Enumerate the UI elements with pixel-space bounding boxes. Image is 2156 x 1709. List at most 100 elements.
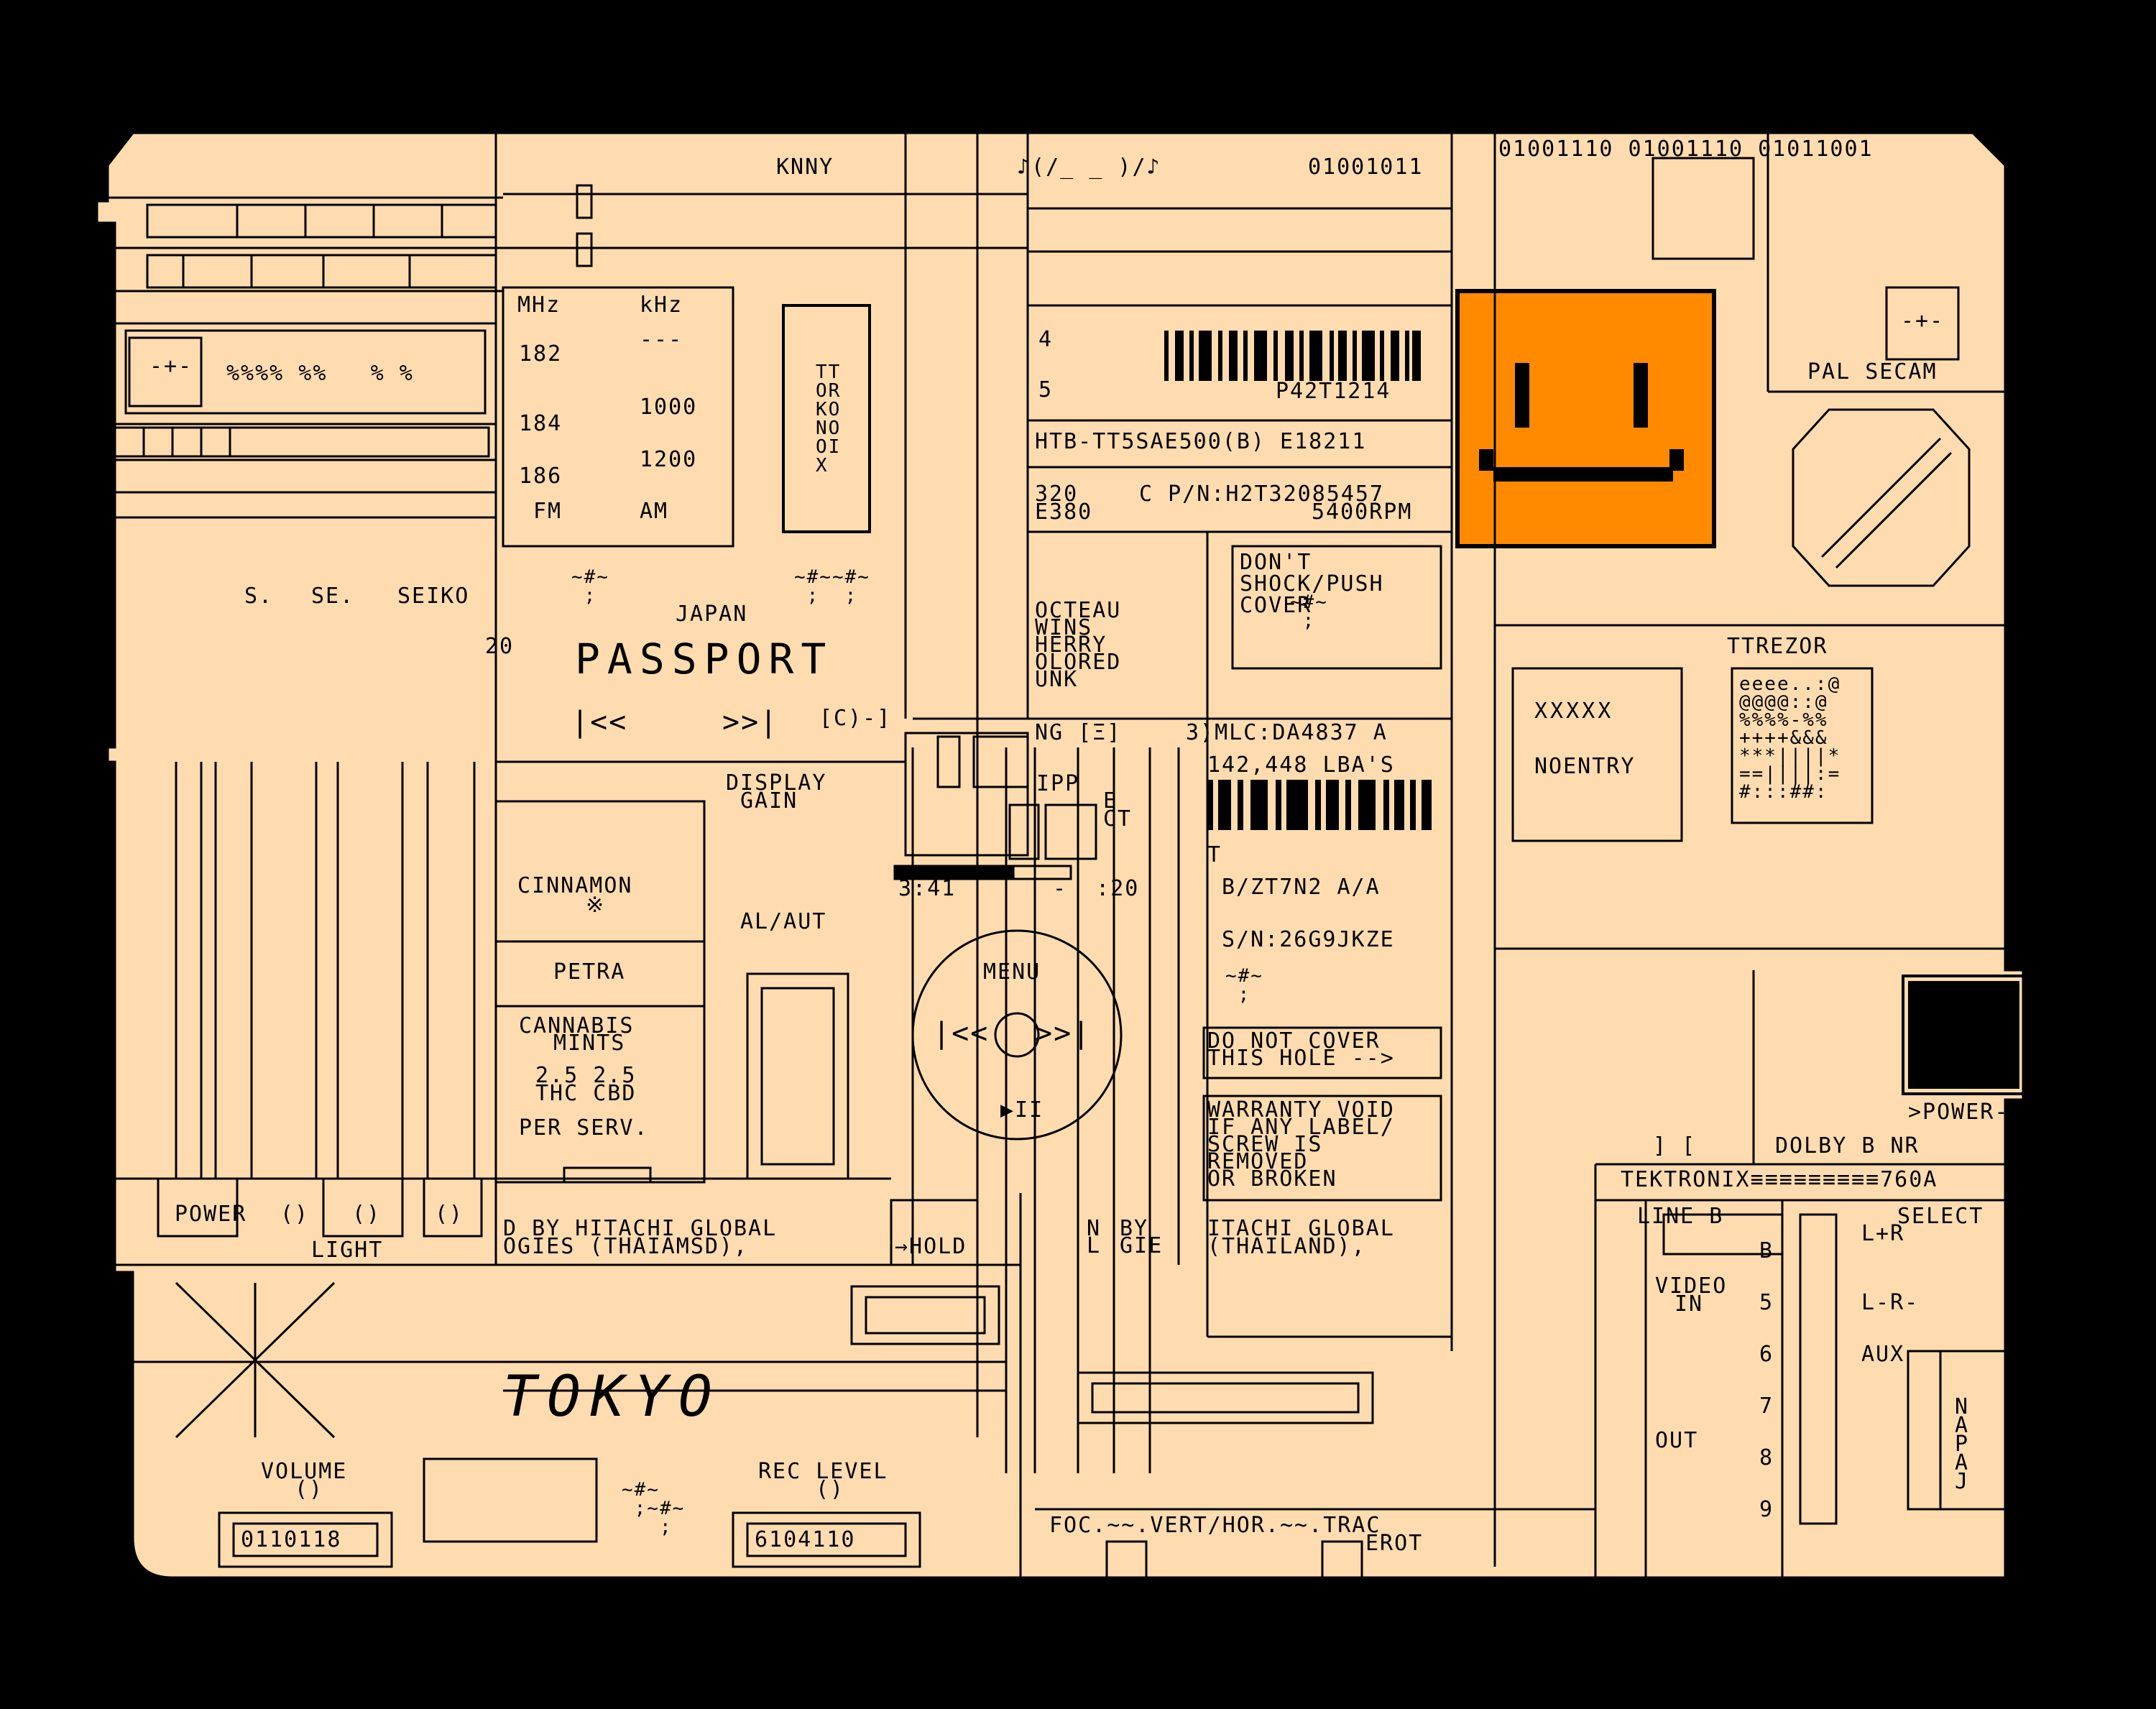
twenty-label: 20 bbox=[485, 634, 515, 659]
mlc-label: 3)MLC:DA4837 A bbox=[1186, 720, 1388, 745]
model-number: HTB-TT5SAE500(B) E18211 bbox=[1035, 429, 1367, 454]
skip-forward-button[interactable]: >>| bbox=[722, 706, 779, 739]
hitachi-left-1: D BY HITACHI GLOBAL bbox=[503, 1216, 778, 1241]
rec-level-knob[interactable]: () bbox=[816, 1477, 845, 1502]
ect-label-1: E bbox=[1103, 788, 1118, 814]
petra-label: PETRA bbox=[553, 959, 626, 985]
by-gie-label: BY GIE bbox=[1120, 1216, 1164, 1258]
music-label: ♪(/_ _ )/♪ bbox=[1017, 155, 1161, 180]
flower-glyph: ~#~ ; bbox=[1290, 591, 1328, 632]
rpm-label: 5400RPM bbox=[1312, 499, 1413, 525]
n-l-label: N L bbox=[1087, 1216, 1102, 1258]
name-list: OCTEAU WINS HERRY OLORED UNK bbox=[1035, 598, 1122, 692]
mints-title-2: MINTS bbox=[553, 1031, 626, 1056]
hitachi-right-2: (THAILAND), bbox=[1207, 1234, 1366, 1259]
khz-value: 1000 bbox=[640, 395, 698, 420]
pal-secam-label: PAL SECAM bbox=[1807, 359, 1938, 384]
volume-knob[interactable]: () bbox=[295, 1477, 324, 1502]
jk-label: ] [ bbox=[1653, 1133, 1697, 1158]
select-label: SELECT bbox=[1897, 1204, 1984, 1229]
in-label: IN bbox=[1674, 1291, 1704, 1317]
japan-label: JAPAN bbox=[676, 602, 748, 627]
play-pause-button[interactable]: ▶II bbox=[1000, 1097, 1044, 1123]
khz-value: 1200 bbox=[640, 447, 698, 472]
aux-label[interactable]: AUX bbox=[1861, 1342, 1905, 1367]
power-window bbox=[1908, 981, 2019, 1089]
lba-label: 142,448 LBA'S bbox=[1207, 752, 1395, 778]
binary-top: 01001110 01001110 01011001 bbox=[1498, 137, 1874, 162]
flower-glyph: ~#~~#~ ; ; bbox=[794, 566, 870, 607]
volume-label: VOLUME bbox=[261, 1459, 348, 1484]
hold-switch[interactable]: →HOLD bbox=[895, 1234, 967, 1259]
video-label: VIDEO bbox=[1655, 1273, 1728, 1299]
knob-icon[interactable]: () bbox=[435, 1202, 464, 1227]
knob-icon[interactable]: () bbox=[280, 1202, 310, 1227]
smiley-face bbox=[1455, 289, 1716, 548]
crosshair-icon: -+- bbox=[149, 354, 193, 379]
mints-title-1: CANNABIS bbox=[519, 1013, 635, 1038]
ipp-label: IPP bbox=[1036, 771, 1080, 796]
line-5: 5 bbox=[1038, 377, 1054, 402]
flower-glyph: ~#~ ;~#~ ; bbox=[622, 1479, 686, 1538]
warranty-warning: WARRANTY VOID IF ANY LABEL/ SCREW IS REM… bbox=[1207, 1097, 1395, 1192]
rec-level-label: REC LEVEL bbox=[758, 1459, 888, 1484]
se-label: SE. bbox=[311, 584, 355, 609]
mhz-label: MHz bbox=[517, 292, 561, 318]
lr-label[interactable]: L+R bbox=[1861, 1221, 1905, 1246]
menu-button[interactable]: MENU bbox=[983, 959, 1041, 985]
previous-button[interactable]: |<< bbox=[933, 1017, 990, 1050]
power-switch-label[interactable]: POWER bbox=[175, 1202, 247, 1227]
crosshair-icon: -+- bbox=[1901, 308, 1945, 333]
knob-icon[interactable]: () bbox=[352, 1202, 382, 1227]
time-remaining: - :20 bbox=[1053, 876, 1140, 901]
mints-amounts: 2.5 2.5 bbox=[535, 1063, 637, 1088]
l-r-label[interactable]: L-R- bbox=[1861, 1290, 1920, 1315]
mhz-value: FM bbox=[533, 499, 563, 524]
khz-label: kHz bbox=[640, 292, 683, 318]
seiko-label: SEIKO bbox=[397, 584, 470, 609]
t-label: T bbox=[1207, 842, 1222, 867]
skip-back-button[interactable]: |<< bbox=[571, 706, 628, 739]
line-4: 4 bbox=[1038, 327, 1054, 352]
mints-units: THC CBD bbox=[535, 1081, 637, 1106]
next-button[interactable]: >>| bbox=[1035, 1017, 1092, 1050]
tuner-tag: TT OR KO NO OI X bbox=[816, 361, 842, 476]
bz-label: B/ZT7N2 A/A bbox=[1222, 875, 1381, 900]
dolby-label: DOLBY B NR bbox=[1775, 1133, 1920, 1158]
line-b-label: LINE B bbox=[1637, 1204, 1724, 1229]
khz-value: --- bbox=[640, 327, 683, 352]
light-label[interactable]: LIGHT bbox=[311, 1238, 384, 1263]
flower-glyph: ~#~ ; bbox=[1225, 965, 1263, 1005]
capacity-2: E380 bbox=[1035, 499, 1093, 525]
tek-scale: B 5 6 7 8 9 bbox=[1759, 1238, 1774, 1522]
hitachi-right-1: ITACHI GLOBAL bbox=[1207, 1216, 1395, 1241]
mhz-value: 186 bbox=[519, 464, 563, 489]
out-label: OUT bbox=[1655, 1428, 1699, 1453]
display-title: DISPLAY bbox=[726, 770, 827, 796]
tektronix-header: TEKTRONIX≡≡≡≡≡≡≡≡≡760A bbox=[1621, 1167, 1938, 1192]
display-al-aut[interactable]: AL/AUT bbox=[740, 909, 827, 934]
barcode-lower bbox=[1207, 780, 1432, 830]
asterisk-icon: ※ bbox=[586, 893, 606, 918]
mhz-value: 182 bbox=[519, 341, 563, 367]
ttrezor-label: TTREZOR bbox=[1727, 634, 1828, 659]
cd-icon: [C)-] bbox=[819, 706, 892, 731]
flower-glyph: ~#~ ; bbox=[571, 566, 609, 607]
display-gain: GAIN bbox=[740, 788, 798, 814]
hitachi-left-2: OGIES (THAIAMSD), bbox=[503, 1234, 749, 1259]
s-label: S. bbox=[244, 584, 274, 609]
mints-per-serving: PER SERV. bbox=[519, 1115, 649, 1141]
band-indicator: %%%% %% % % bbox=[226, 361, 414, 386]
power-button[interactable]: >POWER- bbox=[1908, 1100, 2009, 1125]
knny-label: KNNY bbox=[776, 155, 834, 180]
x-pattern: XXXXX bbox=[1534, 699, 1614, 724]
counter-1: 0110118 bbox=[241, 1527, 342, 1552]
trezor-grid: eeee..:@ @@@@::@ %%%%-%% ++++&&& ***||||… bbox=[1739, 673, 1841, 803]
hole-warning: DO NOT COVER THIS HOLE --> bbox=[1207, 1028, 1395, 1071]
time-elapsed: 3:41 bbox=[898, 876, 957, 901]
passport-logo: PASSPORT bbox=[575, 635, 834, 683]
tokyo-logo: TOKYO bbox=[503, 1365, 722, 1429]
counter-2: 6104110 bbox=[755, 1527, 856, 1552]
progress-bar bbox=[893, 865, 1072, 880]
